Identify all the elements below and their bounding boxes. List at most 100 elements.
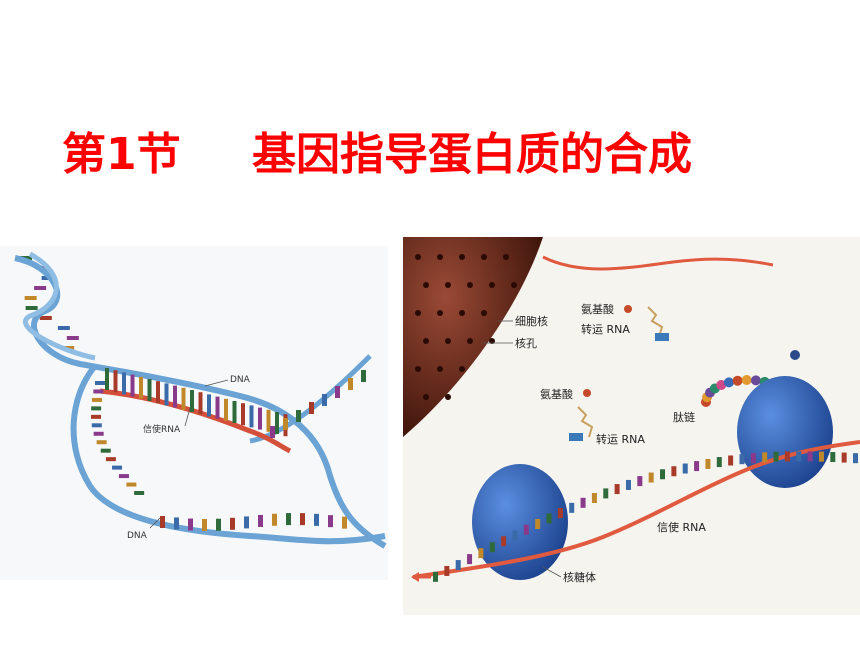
helix-base bbox=[39, 316, 52, 320]
helix-base bbox=[34, 286, 47, 290]
base-tick bbox=[156, 381, 160, 404]
label-nuclear-pore: 核孔 bbox=[515, 336, 537, 350]
base-tick bbox=[230, 517, 235, 530]
codon-tick bbox=[580, 497, 586, 508]
base-tick bbox=[249, 405, 254, 428]
base-tick bbox=[361, 370, 366, 382]
trna-2-icon bbox=[577, 406, 594, 438]
mrna-exiting-nucleus bbox=[542, 255, 774, 271]
base-tick bbox=[266, 409, 271, 432]
codon-tick bbox=[807, 451, 813, 462]
base-tick bbox=[90, 414, 101, 419]
codon-tick bbox=[818, 451, 824, 462]
leader-ribosome bbox=[542, 566, 562, 578]
base-tick bbox=[93, 431, 104, 436]
nuclear-pores bbox=[415, 254, 517, 400]
amino-acid-bead bbox=[750, 375, 761, 386]
trna-2-anticodon bbox=[569, 433, 583, 441]
base-tick bbox=[224, 398, 228, 421]
slide-title: 第1节 基因指导蛋白质的合成 bbox=[0, 118, 860, 180]
label-mrna: 信使RNA bbox=[143, 423, 181, 435]
base-tick bbox=[296, 410, 301, 422]
codon-tick bbox=[569, 502, 575, 513]
amino-acid-bead bbox=[741, 375, 752, 386]
pore-dot bbox=[423, 338, 429, 344]
base-tick bbox=[283, 418, 288, 430]
label-leader-dna-top bbox=[204, 379, 229, 387]
ribosome-right bbox=[737, 376, 833, 488]
codon-tick bbox=[501, 536, 507, 547]
amino-acid-bead bbox=[716, 380, 727, 391]
label-amino-acid-1: 氨基酸 bbox=[581, 302, 614, 316]
base-tick bbox=[174, 517, 179, 530]
label-dna-top: DNA bbox=[230, 375, 251, 385]
codon-tick bbox=[614, 484, 620, 495]
label-leader-mrna bbox=[184, 407, 191, 427]
transcription-svg: DNA 信使RNA DNA bbox=[14, 251, 387, 549]
pore-dot bbox=[481, 310, 487, 316]
base-tick bbox=[96, 440, 107, 445]
base-tick bbox=[91, 406, 102, 411]
codon-tick bbox=[512, 530, 518, 541]
codon-tick bbox=[762, 452, 768, 463]
base-tick bbox=[105, 457, 116, 462]
base-tick bbox=[112, 465, 123, 470]
ribosome-left bbox=[472, 464, 568, 580]
base-tick bbox=[181, 387, 186, 410]
pore-dot bbox=[437, 254, 443, 260]
codon-tick bbox=[591, 493, 597, 504]
base-tick bbox=[300, 513, 305, 526]
amino-acid-1-icon bbox=[624, 305, 632, 313]
pore-dot bbox=[489, 338, 495, 344]
helix-base bbox=[66, 336, 79, 340]
nucleotide-bases bbox=[90, 368, 366, 531]
label-nucleus: 细胞核 bbox=[515, 314, 548, 328]
codon-tick bbox=[750, 453, 756, 464]
base-tick bbox=[258, 407, 262, 430]
base-tick bbox=[160, 516, 165, 528]
pore-dot bbox=[415, 366, 421, 372]
codon-tick bbox=[716, 457, 722, 468]
base-tick bbox=[275, 412, 279, 434]
base-tick bbox=[241, 403, 245, 426]
codon-tick bbox=[796, 451, 802, 462]
codon-tick bbox=[625, 479, 631, 490]
codon-tick bbox=[705, 458, 711, 469]
pore-dot bbox=[503, 254, 509, 260]
dna-strand-right bbox=[249, 354, 372, 444]
codon-tick bbox=[603, 488, 609, 499]
base-tick bbox=[258, 514, 263, 527]
label-amino-acid-2: 氨基酸 bbox=[540, 387, 573, 401]
pore-dot bbox=[445, 282, 451, 288]
base-tick bbox=[215, 396, 220, 419]
pore-dot bbox=[511, 282, 517, 288]
label-peptide: 肽链 bbox=[673, 410, 695, 424]
label-trna-2: 转运 RNA bbox=[596, 432, 645, 446]
codon-tick bbox=[546, 513, 552, 524]
arrow-head-icon bbox=[411, 572, 419, 582]
amino-acid-bead bbox=[732, 375, 743, 386]
codon-tick bbox=[784, 451, 790, 462]
helix-base bbox=[25, 306, 38, 310]
pore-dot bbox=[459, 254, 465, 260]
label-dna-bottom: DNA bbox=[127, 531, 148, 541]
base-tick bbox=[188, 518, 193, 531]
label-mrna: 信使 RNA bbox=[657, 521, 706, 534]
pore-dot bbox=[437, 310, 443, 316]
codon-tick bbox=[523, 524, 529, 535]
mrna-strand bbox=[99, 388, 292, 454]
label-trna-1: 转运 RNA bbox=[581, 322, 630, 336]
helix-base bbox=[57, 326, 70, 330]
codon-tick bbox=[478, 548, 484, 559]
base-tick bbox=[309, 402, 314, 414]
base-tick bbox=[328, 515, 333, 528]
label-leader-dna-bottom bbox=[149, 517, 161, 529]
codon-tick bbox=[853, 453, 858, 464]
base-tick bbox=[147, 379, 152, 401]
pore-dot bbox=[459, 366, 465, 372]
pore-dot bbox=[481, 254, 487, 260]
base-tick bbox=[93, 389, 104, 394]
base-tick bbox=[95, 381, 105, 385]
base-tick bbox=[244, 516, 249, 529]
pore-dot bbox=[459, 310, 465, 316]
